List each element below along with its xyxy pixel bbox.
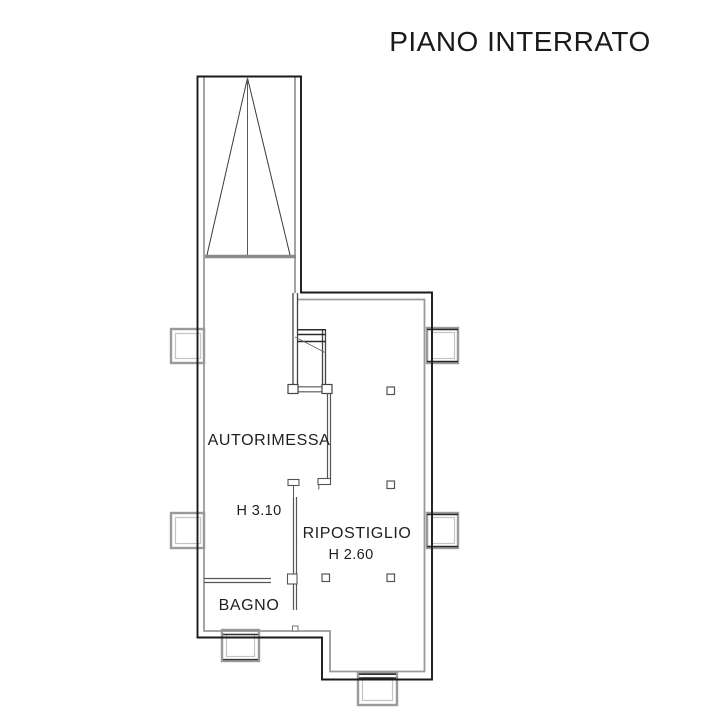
window-right-lower xyxy=(425,511,460,550)
stairwell-right-wall xyxy=(321,329,327,386)
room-label-ripostiglio: RIPOSTIGLIO xyxy=(303,525,412,542)
window-left-lower xyxy=(169,511,206,550)
stairwell-bottom-wall xyxy=(298,386,322,393)
window-boxes xyxy=(169,326,460,707)
stairwell xyxy=(287,293,333,395)
partition-lower xyxy=(292,497,298,610)
window-bottom-left xyxy=(220,628,261,663)
interior-partitions xyxy=(204,393,332,632)
height-label-autorimessa: H 3.10 xyxy=(236,503,281,519)
stairwell-break-line xyxy=(294,336,327,354)
pillar xyxy=(386,480,396,490)
stairwell-jamb-right xyxy=(321,383,333,395)
stairwell-steps xyxy=(297,329,326,343)
partition-upper xyxy=(326,393,332,478)
partition-upper-foot xyxy=(317,477,332,486)
pillar xyxy=(386,386,396,396)
height-label-ripostiglio: H 2.60 xyxy=(328,547,373,563)
pillars xyxy=(321,386,396,583)
outer-wall-outline xyxy=(196,75,433,681)
bagno-wall xyxy=(204,577,271,584)
pillar xyxy=(321,573,331,583)
stairwell-jamb-left xyxy=(287,383,299,395)
window-bottom-right xyxy=(356,671,399,707)
ramp-arrow-triangle xyxy=(206,77,291,256)
garage-ramp xyxy=(205,77,296,259)
room-label-autorimessa: AUTORIMESSA xyxy=(208,432,331,449)
room-label-bagno: BAGNO xyxy=(219,597,280,614)
bagno-door-jamb xyxy=(286,573,298,585)
page-title: PIANO INTERRATO xyxy=(389,26,651,57)
door-jamb-mid xyxy=(287,478,300,487)
inner-wall-main xyxy=(203,76,426,673)
stairwell-left-wall xyxy=(292,293,299,390)
window-left-upper xyxy=(169,327,206,365)
pillar xyxy=(386,573,396,583)
partition-lower-end-tick xyxy=(292,625,299,632)
